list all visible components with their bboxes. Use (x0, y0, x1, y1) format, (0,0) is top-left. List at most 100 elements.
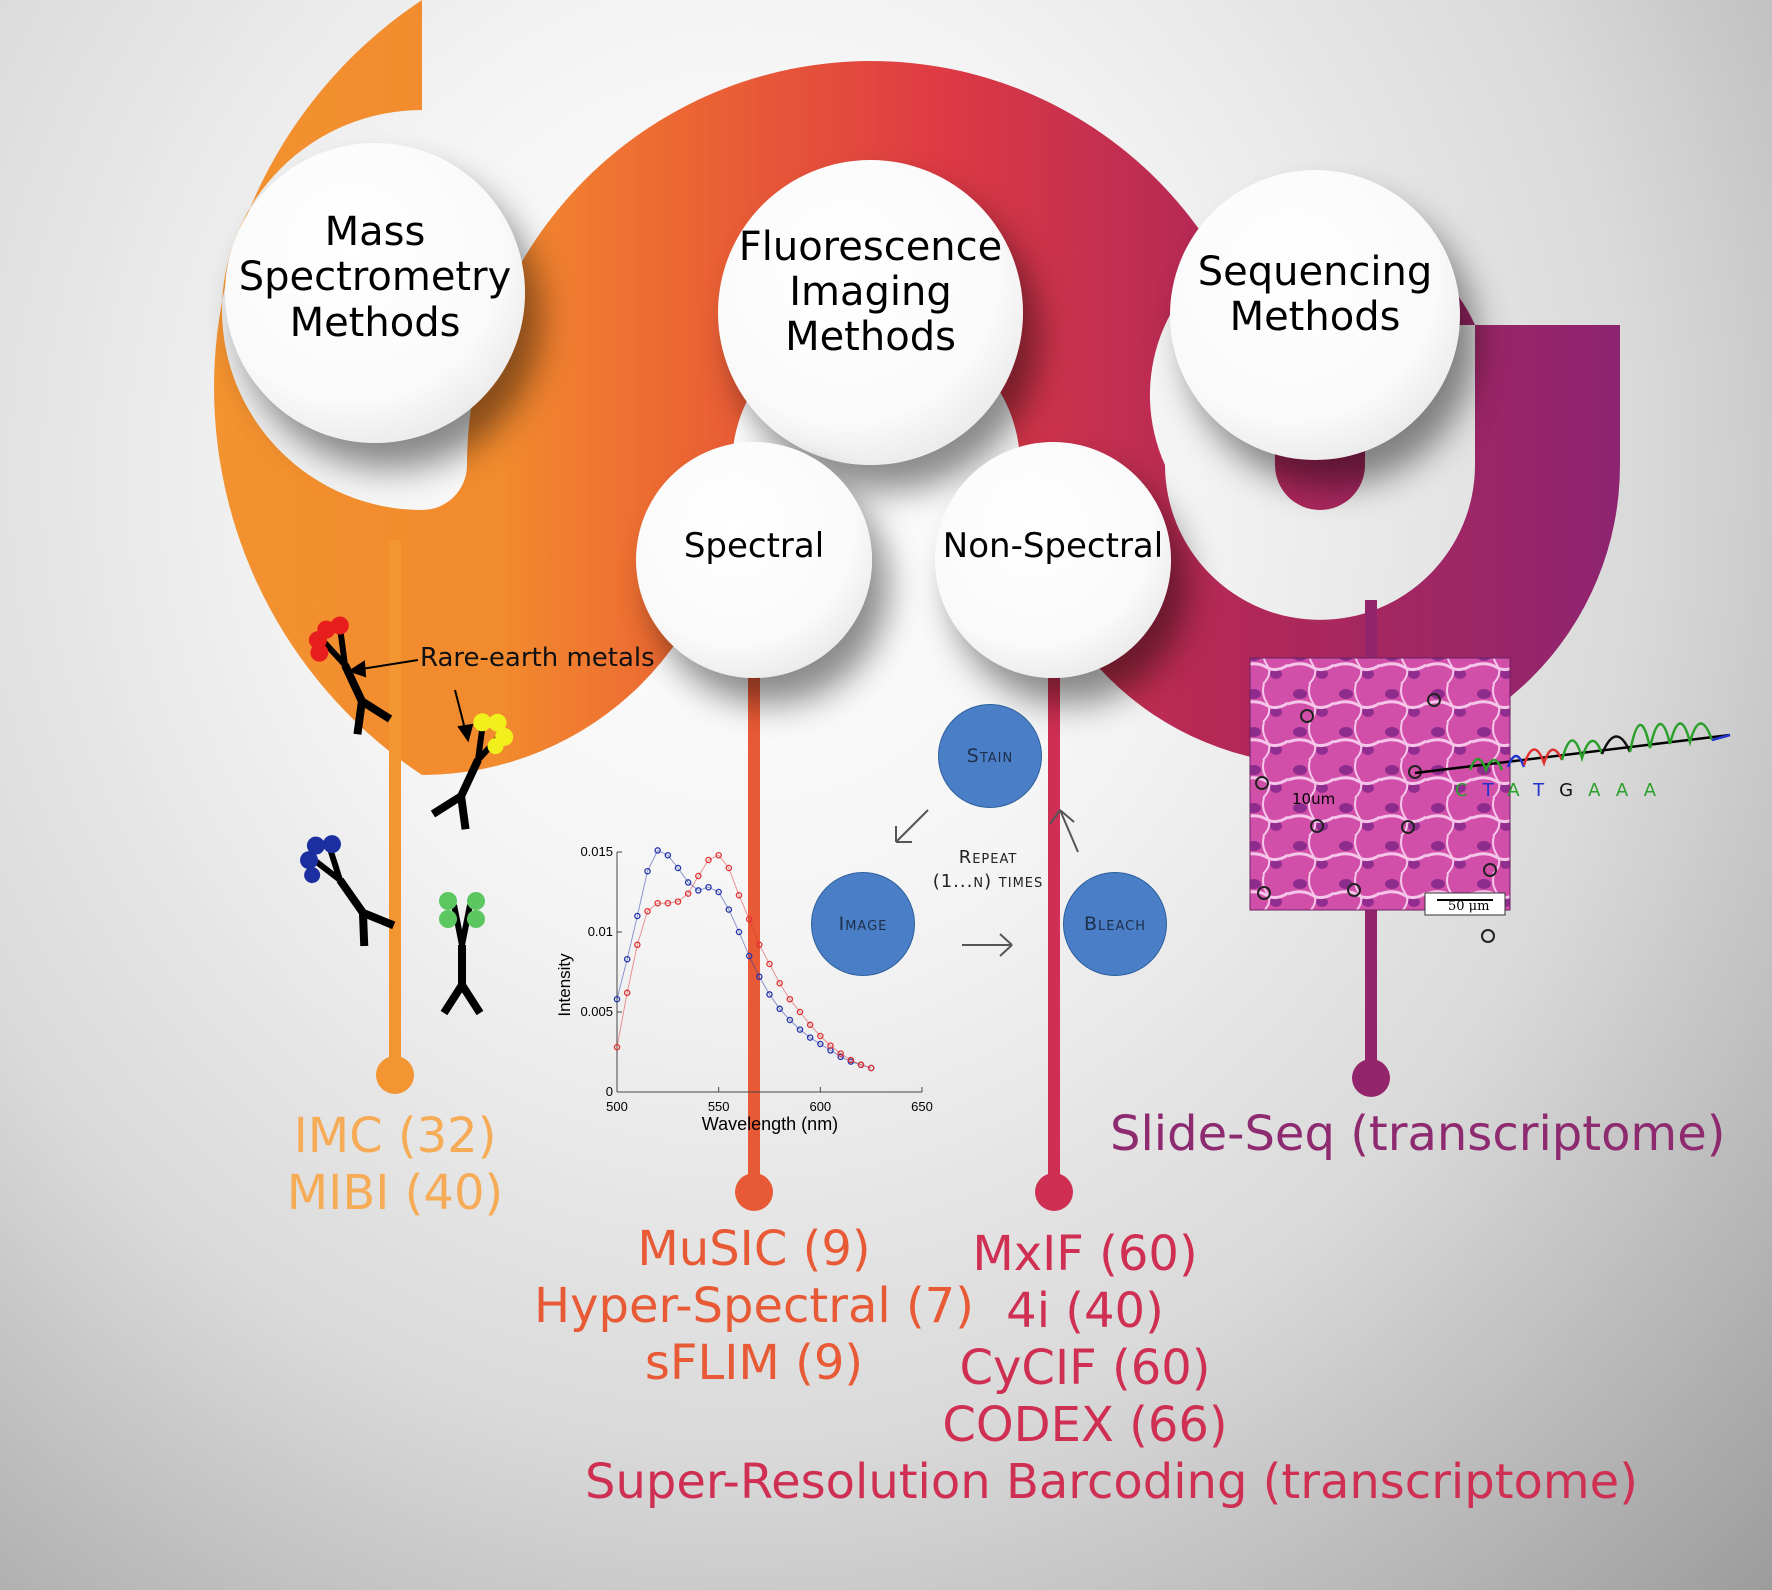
chart-point (705, 856, 712, 864)
bleach-label: Bleach (1083, 913, 1146, 935)
chart-point (827, 1042, 834, 1049)
chart-point (623, 955, 631, 963)
chart-point (684, 879, 692, 886)
technique-item: MIBI (40) (286, 1165, 504, 1221)
chart-point (766, 960, 773, 968)
image-label: Image (838, 913, 888, 935)
spectral-techniques: MuSIC (9) Hyper-Spectral (7) sFLIM (9) (454, 1221, 1054, 1392)
chart-point (735, 891, 743, 899)
mass-techniques: IMC (32) MIBI (40) (245, 1108, 545, 1222)
technique-item: IMC (32) (293, 1108, 497, 1164)
mass-stem (389, 540, 401, 1060)
chart-point (695, 872, 702, 880)
technique-item: Hyper-Spectral (7) (534, 1278, 974, 1334)
chart-point (613, 1043, 621, 1051)
nonspectral-circle: Non-Spectral (935, 442, 1171, 678)
chart-point (786, 995, 794, 1003)
base-call: A (1588, 780, 1616, 801)
fluorescence-circle: Fluorescence Imaging Methods (718, 160, 1023, 465)
scale-10um-label: 10um (1292, 790, 1336, 808)
antibody-blue (300, 835, 396, 947)
chart-point (613, 995, 621, 1003)
sequencing-label: Sequencing Methods (1197, 248, 1433, 340)
chart-point (623, 989, 631, 997)
mass-spectrometry-label: Mass Spectrometry Methods (238, 209, 512, 346)
chart-point (837, 1053, 844, 1061)
chart-point (735, 928, 743, 936)
chart-point (674, 864, 682, 872)
chart-point (867, 1064, 875, 1072)
base-call: A (1507, 780, 1534, 801)
spectral-stem-dot (735, 1173, 773, 1211)
chart-point (664, 851, 672, 859)
base-call: A (1615, 780, 1644, 801)
chart-point (715, 888, 722, 896)
chart-point (684, 890, 692, 897)
chart-point (705, 883, 712, 891)
chart-point (654, 899, 661, 907)
chart-y-tick-label: 0.005 (580, 1004, 613, 1019)
chart-x-tick-label: 650 (911, 1099, 933, 1114)
bleach-node: Bleach (1063, 872, 1167, 976)
base-calls: CTATGAAA (1455, 780, 1671, 801)
technique-item: Slide-Seq (transcriptome) (1110, 1106, 1726, 1162)
chart-point (847, 1056, 855, 1064)
chart-point (634, 941, 641, 949)
repeat-line1: Repeat (958, 847, 1018, 868)
antibody-red (308, 616, 393, 735)
image-node: Image (811, 872, 915, 976)
chart-point (725, 864, 733, 872)
technique-item: 4i (40) (1006, 1283, 1164, 1339)
stain-node: Stain (938, 704, 1042, 808)
base-call: A (1643, 780, 1672, 801)
chart-point (837, 1050, 844, 1057)
technique-item: sFLIM (9) (644, 1335, 864, 1391)
chart-point (756, 941, 763, 949)
chart-point (806, 1021, 814, 1029)
technique-item: CODEX (66) (942, 1397, 1228, 1453)
chart-point (745, 915, 753, 923)
chart-point (644, 867, 651, 875)
chart-point (786, 1016, 794, 1024)
chart-y-tick-label: 0 (606, 1084, 613, 1099)
chart-point (766, 991, 773, 998)
stain-label: Stain (966, 745, 1014, 767)
callout-arrows (347, 659, 474, 743)
nonspectral-techniques: MxIF (60) 4i (40) CyCIF (60) CODEX (66) … (585, 1226, 1638, 1511)
chart-xlabel: Wavelength (nm) (702, 1114, 838, 1134)
chart-y-tick-label: 0.01 (588, 924, 613, 939)
cycle-arrows (895, 809, 1079, 957)
chart-point (857, 1061, 865, 1069)
method-ribbon (112, 0, 1620, 775)
chart-x-tick-label: 550 (708, 1099, 730, 1114)
chart-point (674, 898, 682, 905)
nonspectral-stem-dot (1035, 1173, 1073, 1211)
mass-stem-dot (376, 1056, 414, 1094)
scalebar-label: 50 μm (1448, 899, 1490, 914)
spectral-label: Spectral (683, 525, 825, 566)
antibody-yellow (430, 713, 514, 830)
chart-point (776, 979, 783, 987)
base-call: T (1482, 780, 1508, 801)
chart-series-line (616, 849, 872, 1069)
base-call: G (1559, 780, 1589, 801)
chart-point (756, 973, 763, 981)
chart-ylabel: Intensity (555, 953, 574, 1017)
sequencing-stem-dot (1352, 1059, 1390, 1097)
sequencing-trace (1414, 722, 1731, 775)
chart-x-tick-label: 500 (606, 1099, 628, 1114)
chart-x-tick-label: 600 (809, 1099, 831, 1114)
chart-point (776, 1005, 783, 1013)
repeat-line2: (1...n) times (932, 871, 1044, 892)
chart-point (796, 1008, 804, 1016)
base-call: C (1455, 780, 1483, 801)
sequencing-circle: Sequencing Methods (1170, 170, 1460, 460)
chart-point (796, 1026, 804, 1033)
chart-point (817, 1032, 824, 1040)
technique-item: CyCIF (60) (959, 1340, 1211, 1396)
technique-item: MxIF (60) (972, 1226, 1198, 1282)
technique-item: MuSIC (9) (637, 1221, 871, 1277)
histology-image (1249, 657, 1511, 943)
